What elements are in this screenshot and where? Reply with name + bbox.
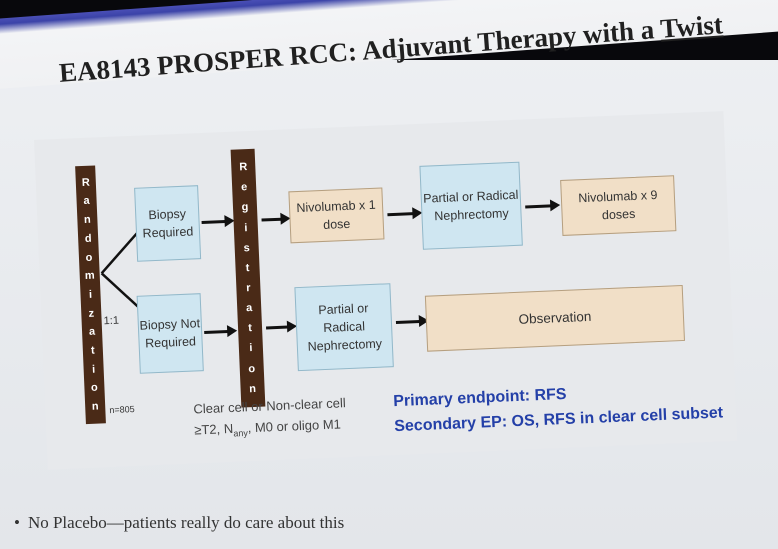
nivolumab-nine-doses-label: Nivolumab x 9 doses <box>578 187 658 223</box>
nephrectomy-top-label: Partial or Radical Nephrectomy <box>422 187 519 224</box>
randomization-letter: z <box>88 307 95 320</box>
registration-letter: g <box>241 201 249 214</box>
sample-size-label: n=805 <box>109 404 135 416</box>
nivolumab-one-dose-box: Nivolumab x 1 dose <box>288 187 385 244</box>
eligibility-n-subscript: any <box>233 427 249 439</box>
registration-letter: r <box>246 282 251 295</box>
arrow-surgery-to-observation <box>395 319 421 325</box>
secondary-endpoint: Secondary EP: OS, RFS in clear cell subs… <box>393 404 724 436</box>
bullet-text: No Placebo—patients really do care about… <box>27 513 345 532</box>
randomization-letter: o <box>85 251 93 264</box>
nephrectomy-top-box: Partial or Radical Nephrectomy <box>419 161 523 250</box>
arrow-nivo-to-surgery-top <box>387 212 414 217</box>
randomization-letter: d <box>84 232 92 245</box>
registration-letter: a <box>245 302 253 315</box>
biopsy-not-required-box: Biopsy Not Required <box>136 293 204 374</box>
randomization-letter: R <box>81 176 91 189</box>
observation-label: Observation <box>518 309 592 328</box>
arrow-surgery-to-nivo-nine <box>525 204 552 209</box>
registration-letter: R <box>239 161 248 174</box>
observation-box: Observation <box>424 284 685 352</box>
arrow-biopsy-to-registration-bottom <box>204 330 229 335</box>
arrow-biopsy-to-registration-top <box>201 220 226 225</box>
ratio-label: 1:1 <box>103 314 120 328</box>
registration-letter: e <box>240 181 248 194</box>
registration-letter: n <box>248 382 257 395</box>
randomization-letter: i <box>91 363 96 376</box>
randomization-letter: a <box>83 195 90 208</box>
bullet-dot: • <box>14 513 20 532</box>
randomization-letter: a <box>88 325 96 339</box>
biopsy-required-label: Biopsy Required <box>142 206 194 241</box>
nivolumab-nine-doses-box: Nivolumab x 9 doses <box>560 175 677 236</box>
primary-endpoint: Primary endpoint: RFS <box>392 385 567 411</box>
randomization-letter: n <box>83 213 92 227</box>
arrow-registration-to-surgery-bottom <box>266 325 289 330</box>
registration-letter: i <box>244 221 248 234</box>
title-twist: Twist <box>659 9 724 44</box>
nephrectomy-bottom-label: Partial or Radical Nephrectomy <box>307 300 383 354</box>
randomization-letter: i <box>88 288 93 301</box>
registration-letter: s <box>243 241 251 255</box>
eligibility-stage: ≥T2, N <box>193 420 234 438</box>
eligibility-metastasis: , M0 or oligo M1 <box>247 416 342 436</box>
randomization-letter: t <box>90 344 95 357</box>
registration-letter: o <box>248 362 256 375</box>
randomization-letter: o <box>90 381 99 395</box>
nephrectomy-bottom-box: Partial or Radical Nephrectomy <box>294 283 394 372</box>
biopsy-required-box: Biopsy Required <box>134 185 202 262</box>
nivolumab-one-dose-label: Nivolumab x 1 dose <box>296 197 376 232</box>
biopsy-not-required-label: Biopsy Not Required <box>139 316 201 351</box>
randomization-letter: n <box>91 400 99 413</box>
registration-letter: i <box>249 342 253 355</box>
bullet-item: • No Placebo—patients really do care abou… <box>14 513 344 533</box>
arrow-registration-to-nivo-one <box>261 217 282 222</box>
registration-letter: t <box>245 261 250 275</box>
randomization-letter: m <box>84 269 95 283</box>
eligibility-text: Clear cell or Non-clear cell ≥T2, Nany, … <box>193 393 347 442</box>
registration-letter: t <box>247 322 253 335</box>
